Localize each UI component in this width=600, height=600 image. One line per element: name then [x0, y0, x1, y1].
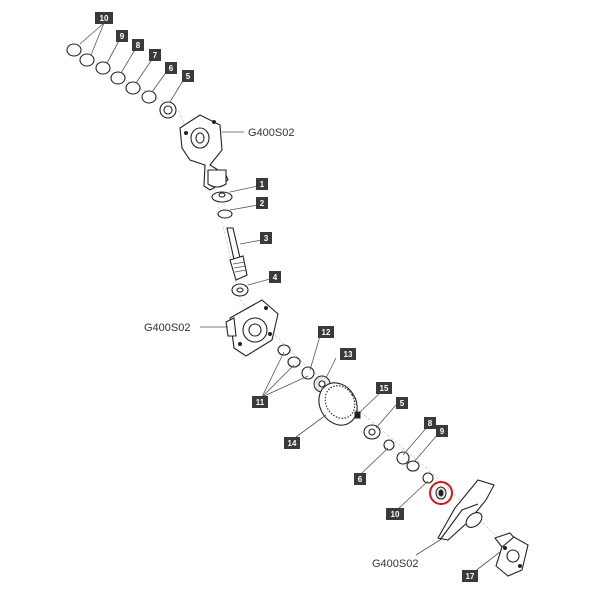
callout-4: 4	[269, 271, 281, 283]
svg-text:9: 9	[120, 32, 125, 41]
ring-6	[141, 90, 157, 104]
top-ring-stack	[66, 43, 177, 119]
callout-9-top: 9	[116, 30, 128, 42]
ring-11-a	[277, 344, 291, 356]
ring-6-lower	[383, 439, 395, 451]
svg-text:9: 9	[440, 427, 445, 436]
middle-gear-housing	[225, 299, 279, 357]
svg-text:6: 6	[358, 475, 363, 484]
callout-5-top: 5	[182, 70, 194, 82]
bearing-4-inner	[236, 287, 244, 293]
callout-12: 12	[318, 326, 334, 338]
ring-10-a	[66, 43, 82, 57]
svg-text:5: 5	[186, 72, 191, 81]
callout-6-lower: 6	[354, 473, 366, 485]
svg-text:14: 14	[288, 439, 297, 448]
ring-12	[301, 366, 315, 380]
assembly-axis	[69, 47, 516, 556]
washer-1-inner	[218, 192, 226, 198]
bearing-13-inner	[318, 380, 326, 388]
ring-10-lower	[422, 472, 434, 484]
svg-text:2: 2	[260, 199, 265, 208]
ring-8-lower	[396, 451, 410, 465]
callout-10-top: 10	[95, 12, 113, 24]
ring-2	[217, 209, 233, 219]
ring-7	[125, 81, 141, 95]
callout-10-lower: 10	[386, 508, 404, 520]
ring-11-b	[287, 356, 301, 368]
callout-3: 3	[260, 232, 272, 244]
svg-text:5: 5	[400, 399, 405, 408]
callout-1: 1	[256, 178, 268, 190]
callout-6-top: 6	[165, 62, 177, 74]
svg-text:7: 7	[153, 51, 158, 60]
svg-text:15: 15	[380, 384, 389, 393]
callout-5-lower: 5	[396, 397, 408, 409]
highlighted-seal	[429, 481, 453, 505]
bearing-5-top-inner	[163, 105, 173, 115]
svg-text:10: 10	[391, 510, 400, 519]
key-15	[354, 411, 361, 419]
callout-9-lower: 9	[436, 425, 448, 437]
ring-9-lower	[406, 460, 420, 472]
svg-text:13: 13	[344, 350, 353, 359]
bearing-5-lower-inner	[368, 428, 376, 436]
output-shaft-17	[494, 532, 529, 577]
ring-8	[110, 71, 126, 85]
svg-text:3: 3	[264, 234, 269, 243]
ref-label-middle: G400S02	[144, 322, 190, 334]
svg-text:1: 1	[260, 180, 265, 189]
svg-text:4: 4	[273, 273, 278, 282]
shaft-3	[226, 227, 248, 281]
svg-text:6: 6	[169, 64, 174, 73]
svg-text:11: 11	[256, 398, 265, 407]
callout-14: 14	[284, 437, 300, 449]
svg-text:8: 8	[136, 41, 141, 50]
svg-text:12: 12	[322, 328, 331, 337]
ring-10-b	[79, 53, 95, 67]
callout-13: 13	[340, 348, 356, 360]
callout-8-top: 8	[132, 39, 144, 51]
svg-text:10: 10	[100, 14, 109, 23]
ring-9	[95, 61, 111, 75]
bevel-gear-14	[318, 382, 358, 426]
callout-11: 11	[252, 396, 268, 408]
callout-17: 17	[462, 570, 478, 582]
callout-7: 7	[149, 49, 161, 61]
upper-gear-housing	[179, 114, 229, 191]
lower-cover-flange	[437, 479, 495, 541]
svg-text:17: 17	[466, 572, 475, 581]
ref-label-top: G400S02	[248, 127, 294, 139]
callout-15: 15	[376, 382, 392, 394]
leader-lines	[79, 22, 501, 573]
callout-8-lower: 8	[424, 417, 436, 429]
ref-label-bottom: G400S02	[372, 558, 418, 570]
callout-2: 2	[256, 197, 268, 209]
svg-text:8: 8	[428, 419, 433, 428]
